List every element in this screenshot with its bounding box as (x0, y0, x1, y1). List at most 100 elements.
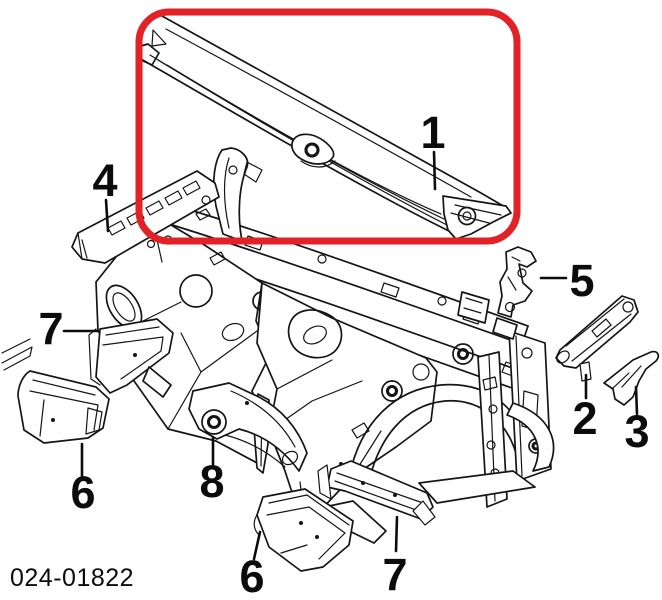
grommet (452, 343, 474, 365)
callout-6-left-label[interactable]: 6 (70, 467, 95, 518)
part-6-bottom-channel (253, 488, 354, 572)
left-edge-fragment (1, 338, 33, 371)
callout-3-leader (634, 385, 639, 416)
rail-slot (482, 376, 498, 391)
horn-side-flag (243, 161, 263, 183)
rivet-dot (361, 481, 365, 485)
grommet-inner (385, 384, 399, 398)
small-bracket (492, 317, 518, 340)
part-6-bottom-outline (256, 488, 354, 572)
part-7-bottom-folds (334, 472, 424, 512)
beam-hole (317, 254, 327, 264)
part-8-folds (224, 390, 296, 468)
rivet-dot (299, 521, 303, 525)
callout-7-bottom[interactable]: 7 (382, 515, 408, 600)
grommet (381, 380, 403, 402)
small-bracket-folds (463, 297, 483, 314)
rivet-dot (315, 535, 319, 539)
callout-1-label[interactable]: 1 (420, 107, 445, 158)
callout-6-left[interactable]: 6 (70, 442, 96, 518)
part-7-left-folds (102, 326, 164, 380)
part-2-tube-end (556, 350, 570, 364)
rivet-dot (245, 401, 249, 405)
callout-1[interactable]: 1 (420, 107, 446, 191)
part-4-hole (146, 239, 156, 249)
horn-hole (228, 165, 238, 175)
callout-4-leader (104, 198, 110, 233)
part-8-outline (188, 382, 308, 472)
arch-flange (506, 402, 555, 472)
part-5-hole (504, 301, 516, 313)
callout-5-label[interactable]: 5 (569, 255, 594, 306)
rivet-dot (133, 353, 137, 357)
part-3-outline (603, 350, 660, 406)
highlight-box (135, 8, 521, 245)
part-3-folds (611, 365, 642, 390)
part-1-boss-swoosh (300, 160, 336, 168)
callout-6-bottom[interactable]: 6 (239, 530, 265, 600)
part-1-tip-notch (151, 29, 167, 47)
part-1-end-grommet (457, 206, 477, 226)
part-1-wiper-hole (304, 142, 320, 158)
part-1-end-cap (442, 195, 512, 240)
callout-4[interactable]: 4 (92, 155, 118, 233)
rail-hole (486, 440, 496, 450)
part-1-second-edge (165, 28, 472, 198)
callout-1-leader (432, 150, 437, 191)
callout-8[interactable]: 8 (199, 435, 225, 507)
panel-hole (412, 363, 430, 381)
rail-hole (488, 404, 498, 414)
callout-2[interactable]: 2 (572, 373, 598, 444)
part-6-left-channel (17, 370, 110, 444)
rivet-dot (393, 493, 397, 497)
part-1-end-grommet-inner (462, 211, 472, 221)
large-hole-inner (303, 325, 327, 345)
panel-slot (351, 422, 370, 439)
part-6-left-hook (85, 407, 103, 435)
callout-7-left[interactable]: 7 (38, 303, 100, 354)
part-2-folds (565, 298, 632, 362)
part-4-cowl-side-strip (71, 170, 220, 264)
part-8-hole (281, 450, 299, 466)
part-3-gusset (603, 350, 660, 406)
beam-top-lower-edge (142, 215, 523, 345)
figure-code: 024-01822 (10, 564, 134, 592)
part-6-bottom-flange (253, 514, 260, 536)
callout-3[interactable]: 3 (624, 385, 650, 457)
horn-bracket-fold (223, 157, 230, 229)
part-8-grommet (201, 409, 227, 435)
callout-7-bottom-leader (394, 515, 399, 553)
callout-4-label[interactable]: 4 (92, 155, 117, 206)
part-1-wiper-boss (291, 133, 335, 165)
part-2-side-bracket (555, 295, 639, 382)
part-4-outline (71, 170, 220, 264)
small-bracket (457, 291, 490, 324)
part-8-grommet-inner (206, 414, 222, 430)
callout-7-bottom-label[interactable]: 7 (382, 549, 407, 600)
horn-bracket (212, 147, 249, 242)
panel-hole (221, 322, 245, 342)
part-2-hole (622, 301, 634, 313)
callout-2-label[interactable]: 2 (572, 393, 597, 444)
part-4-endcap (77, 232, 88, 260)
part-5-folds (507, 256, 521, 291)
callout-3-label[interactable]: 3 (624, 406, 649, 457)
callout-6-bottom-leader (252, 530, 262, 561)
part-1-top-edge (161, 15, 506, 208)
callout-6-bottom-label[interactable]: 6 (239, 551, 264, 600)
part-4-hole (201, 195, 211, 205)
panel-folds (268, 359, 382, 521)
part-7-left-foot (142, 366, 172, 398)
part-7-left-bracket (88, 318, 174, 398)
callout-8-label[interactable]: 8 (199, 456, 224, 507)
part-5-outline (497, 246, 537, 318)
callout-7-left-label[interactable]: 7 (38, 303, 63, 354)
callout-5[interactable]: 5 (539, 255, 595, 306)
grommet-inner (456, 347, 470, 361)
part-1-cowl-grille-panel (136, 15, 512, 240)
part-6-bottom-folds (266, 494, 350, 560)
part-5-hole (517, 268, 527, 278)
part-7-bottom-flange (317, 464, 332, 500)
